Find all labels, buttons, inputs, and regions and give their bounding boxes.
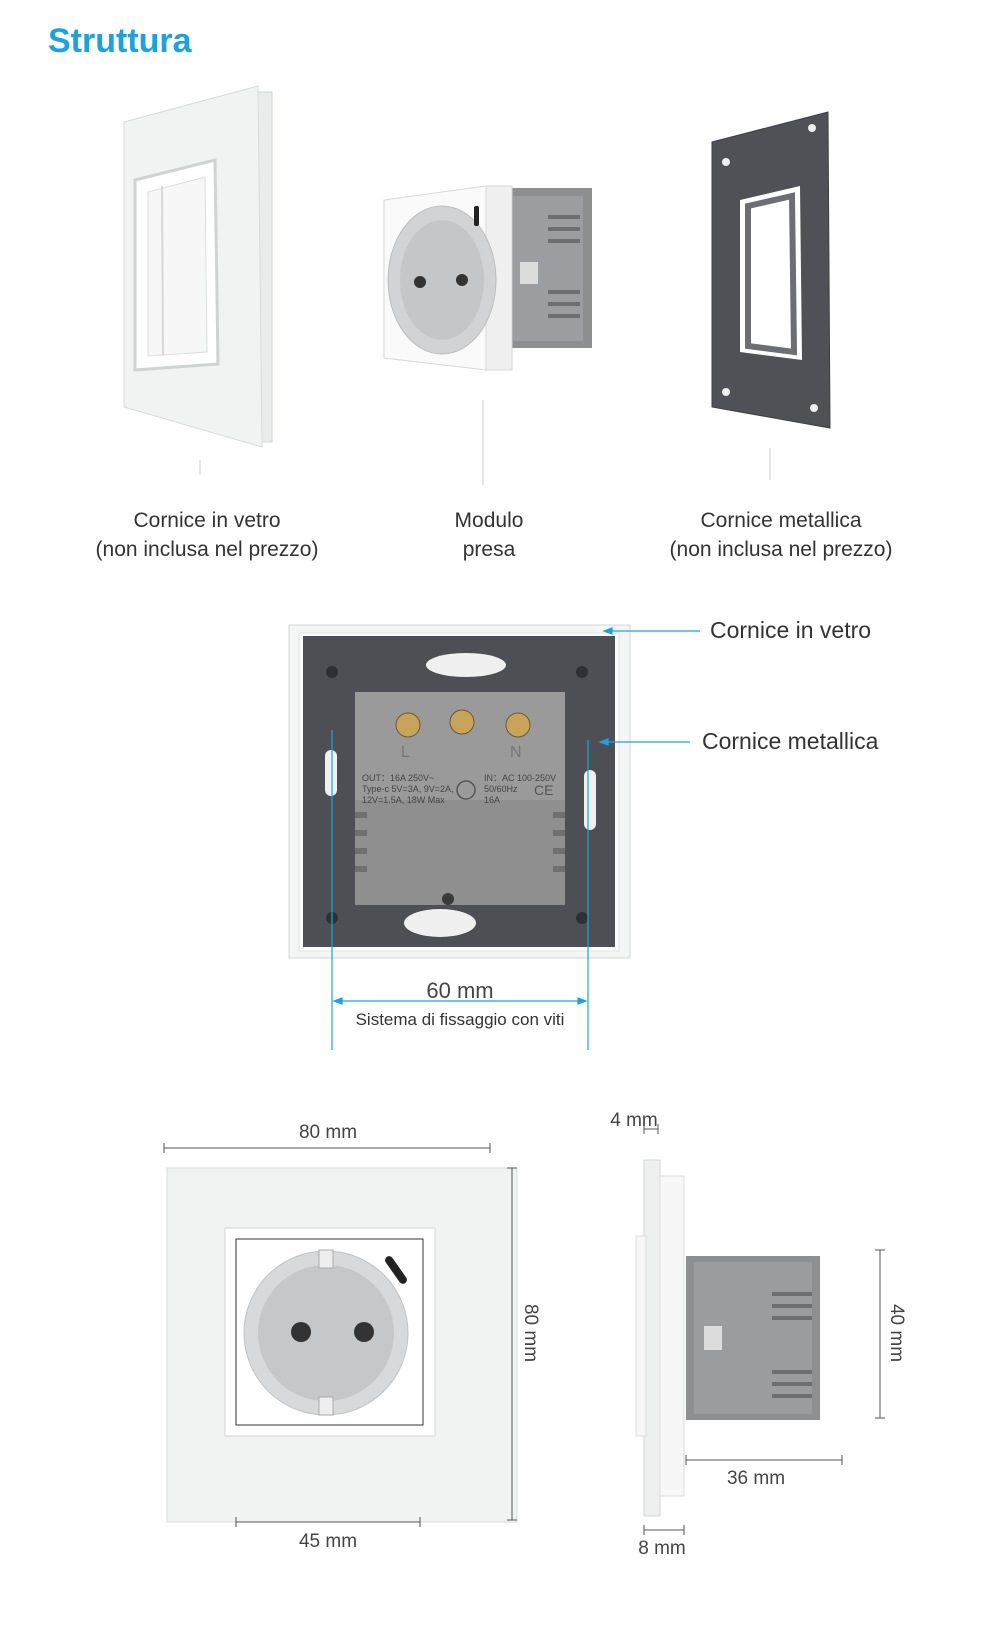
module-input-spec: IN：AC 100-250V 50/60Hz 16A bbox=[484, 773, 556, 806]
callout-metal-frame: Cornice metallica bbox=[702, 728, 879, 754]
spec-line: 12V=1.5A, 18W Max bbox=[362, 795, 445, 805]
caption-line: Modulo bbox=[454, 509, 524, 532]
metal-frame-illustration bbox=[711, 111, 831, 480]
front-height-label: 80 mm bbox=[520, 1303, 541, 1363]
caption-socket-module: Modulo presa bbox=[329, 506, 649, 564]
mounting-note: Sistema di fissaggio con viti bbox=[355, 1010, 565, 1029]
back-view-illustration bbox=[288, 624, 631, 959]
module-output-spec: OUT：16A 250V~ Type-c 5V=3A, 9V=2A, 12V=1… bbox=[362, 773, 454, 806]
callout-lines bbox=[331, 627, 700, 1050]
frame-depth-label: 8 mm bbox=[638, 1538, 686, 1559]
module-width-label: 45 mm bbox=[298, 1531, 358, 1552]
caption-line: (non inclusa nel prezzo) bbox=[669, 538, 893, 561]
mounting-width-label: 60 mm bbox=[426, 978, 494, 1003]
ce-mark: CE bbox=[534, 782, 554, 798]
caption-metal-frame: Cornice metallica (non inclusa nel prezz… bbox=[621, 506, 941, 564]
caption-line: (non inclusa nel prezzo) bbox=[95, 538, 319, 561]
callout-glass-frame: Cornice in vetro bbox=[710, 617, 872, 643]
caption-line: presa bbox=[462, 538, 516, 561]
front-width-label: 80 mm bbox=[298, 1122, 358, 1143]
spec-line: Type-c 5V=3A, 9V=2A, bbox=[362, 784, 454, 794]
page-title: Struttura bbox=[48, 22, 192, 60]
caption-glass-frame: Cornice in vetro (non inclusa nel prezzo… bbox=[47, 506, 367, 564]
caption-line: Cornice in vetro bbox=[133, 509, 281, 532]
glass-frame-illustration bbox=[123, 85, 273, 475]
spec-line: OUT：16A 250V~ bbox=[362, 773, 435, 783]
front-view-illustration bbox=[163, 1143, 518, 1527]
side-view-illustration bbox=[635, 1124, 885, 1535]
spec-line: IN：AC 100-250V bbox=[484, 773, 557, 783]
caption-line: Cornice metallica bbox=[700, 509, 862, 532]
module-height-label: 40 mm bbox=[886, 1303, 907, 1363]
terminal-n-label: N bbox=[510, 744, 522, 761]
socket-module-illustration bbox=[383, 185, 592, 485]
spec-line: 16A bbox=[484, 795, 501, 805]
glass-thickness-label: 4 mm bbox=[610, 1110, 658, 1131]
spec-line: 50/60Hz bbox=[484, 784, 518, 794]
module-depth-label: 36 mm bbox=[726, 1468, 786, 1489]
terminal-l-label: L bbox=[401, 744, 410, 761]
